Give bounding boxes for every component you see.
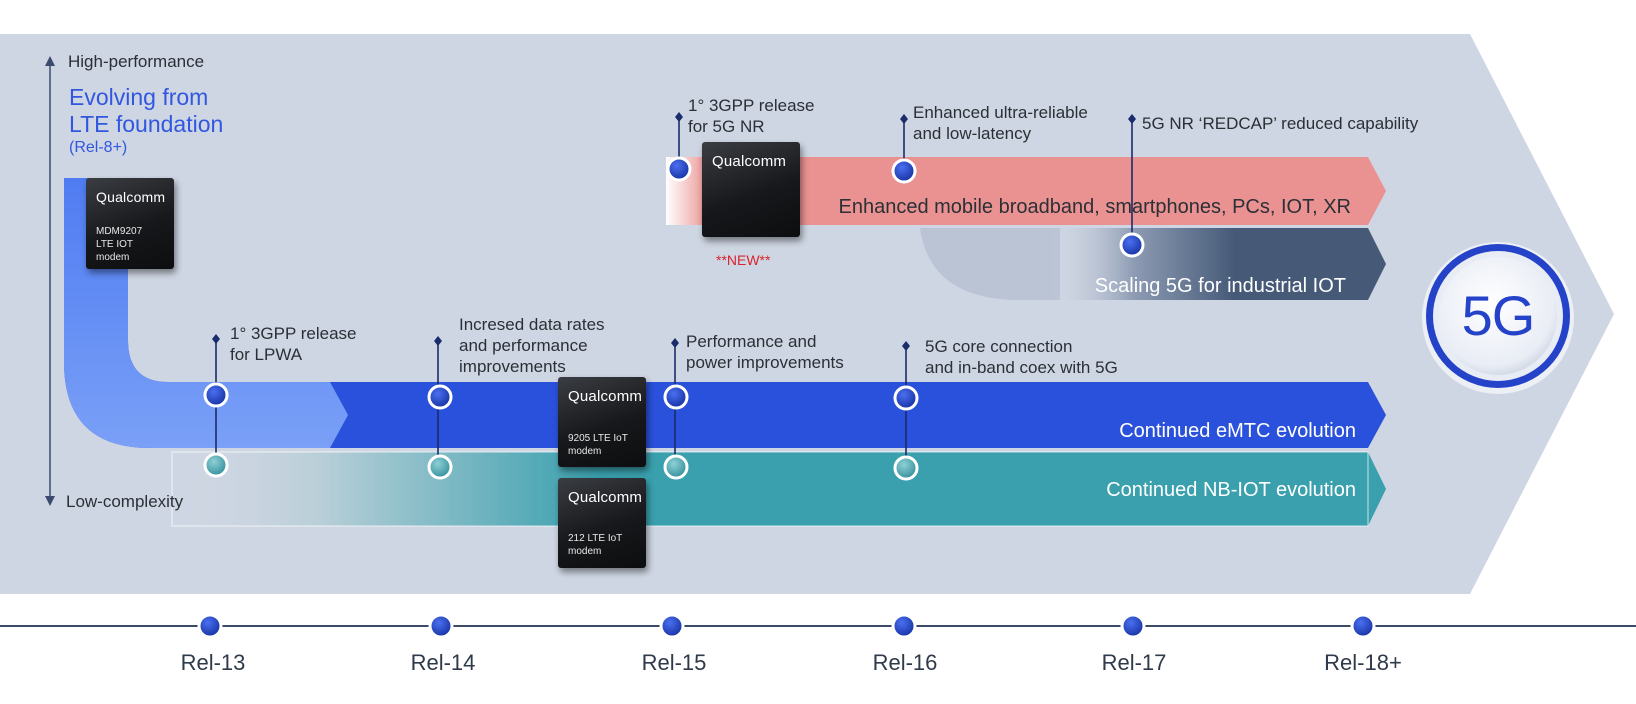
annotation-line: 5G core connection bbox=[925, 337, 1073, 356]
new-badge: **NEW** bbox=[716, 252, 771, 268]
annotation-line: Performance and bbox=[686, 332, 817, 351]
chip-5g-nr: Qualcomm bbox=[702, 142, 800, 237]
capability-axis bbox=[45, 56, 55, 506]
annotation-line: power improvements bbox=[686, 353, 844, 372]
annotation-line: and in-band coex with 5G bbox=[925, 358, 1118, 377]
chip-brand: Qualcomm bbox=[568, 388, 643, 405]
timeline-label: Rel-16 bbox=[872, 650, 938, 675]
foundation-heading: Evolving from LTE foundation (Rel-8+) bbox=[69, 84, 223, 158]
industrial-band-swoosh bbox=[920, 228, 1060, 300]
timeline-label: Rel-18+ bbox=[1324, 650, 1402, 675]
foundation-line1: Evolving from bbox=[69, 84, 209, 110]
5g-badge bbox=[1422, 242, 1574, 394]
timeline-nodes bbox=[197, 613, 1376, 639]
annotation-line: Enhanced ultra-reliable bbox=[913, 103, 1088, 122]
annotation-rel14: Incresed data rates and performance impr… bbox=[459, 314, 605, 377]
timeline-label: Rel-13 bbox=[180, 650, 246, 675]
chip-brand: Qualcomm bbox=[712, 153, 787, 170]
chip-model: MDM9207 LTE IOT modem bbox=[96, 226, 143, 263]
annotation-5g-nr: 1° 3GPP release for 5G NR bbox=[688, 95, 815, 137]
chip-brand: Qualcomm bbox=[96, 189, 166, 205]
timeline-label: Rel-17 bbox=[1101, 650, 1167, 675]
annotation-rel16-low: 5G core connection and in-band coex with… bbox=[925, 336, 1118, 378]
industrial-band-label: Scaling 5G for industrial IOT bbox=[1094, 275, 1346, 297]
axis-top-label: High-performance bbox=[68, 52, 205, 71]
annotation-line: and performance bbox=[459, 336, 588, 355]
timeline-label: Rel-15 bbox=[641, 650, 707, 675]
connector-markers bbox=[212, 112, 1136, 351]
annotation-line: Incresed data rates bbox=[459, 315, 605, 334]
annotation-line: 1° 3GPP release bbox=[230, 324, 357, 343]
chip-mdm9207: Qualcomm MDM9207 LTE IOT modem bbox=[86, 178, 174, 269]
annotation-redcap: 5G NR ‘REDCAP’ reduced capability bbox=[1142, 114, 1419, 133]
chip-212: Qualcomm 212 LTE IoT modem bbox=[558, 478, 646, 568]
annotation-line: for LPWA bbox=[230, 345, 303, 364]
annotation-line: improvements bbox=[459, 357, 566, 376]
axis-bottom-label: Low-complexity bbox=[66, 492, 184, 511]
annotation-line: and low-latency bbox=[913, 124, 1032, 143]
embb-band bbox=[666, 157, 1386, 225]
chip-9205: Qualcomm 9205 LTE IoT modem bbox=[558, 377, 646, 467]
annotation-line: for 5G NR bbox=[688, 117, 765, 136]
emtc-band-label: Continued eMTC evolution bbox=[1119, 420, 1356, 442]
annotation-lpwa: 1° 3GPP release for LPWA bbox=[230, 323, 357, 365]
5g-badge-label: 5G bbox=[1461, 284, 1536, 347]
chip-model: 9205 LTE IoT modem bbox=[568, 433, 628, 457]
embb-band-label: Enhanced mobile broadband, smartphones, … bbox=[838, 196, 1352, 218]
chip-brand: Qualcomm bbox=[568, 489, 643, 506]
timeline-label: Rel-14 bbox=[410, 650, 476, 675]
nbiot-band-label: Continued NB-IOT evolution bbox=[1106, 479, 1356, 501]
foundation-line2: LTE foundation bbox=[69, 111, 224, 137]
band-nodes bbox=[203, 156, 1145, 481]
foundation-sub: (Rel-8+) bbox=[69, 139, 128, 156]
nbiot-band bbox=[172, 452, 1386, 526]
annotation-line: 1° 3GPP release bbox=[688, 96, 815, 115]
chip-model: 212 LTE IoT modem bbox=[568, 533, 623, 557]
annotation-rel15-low: Performance and power improvements bbox=[686, 331, 844, 373]
emtc-band-light bbox=[64, 178, 348, 448]
annotation-urllc: Enhanced ultra-reliable and low-latency bbox=[913, 102, 1088, 144]
